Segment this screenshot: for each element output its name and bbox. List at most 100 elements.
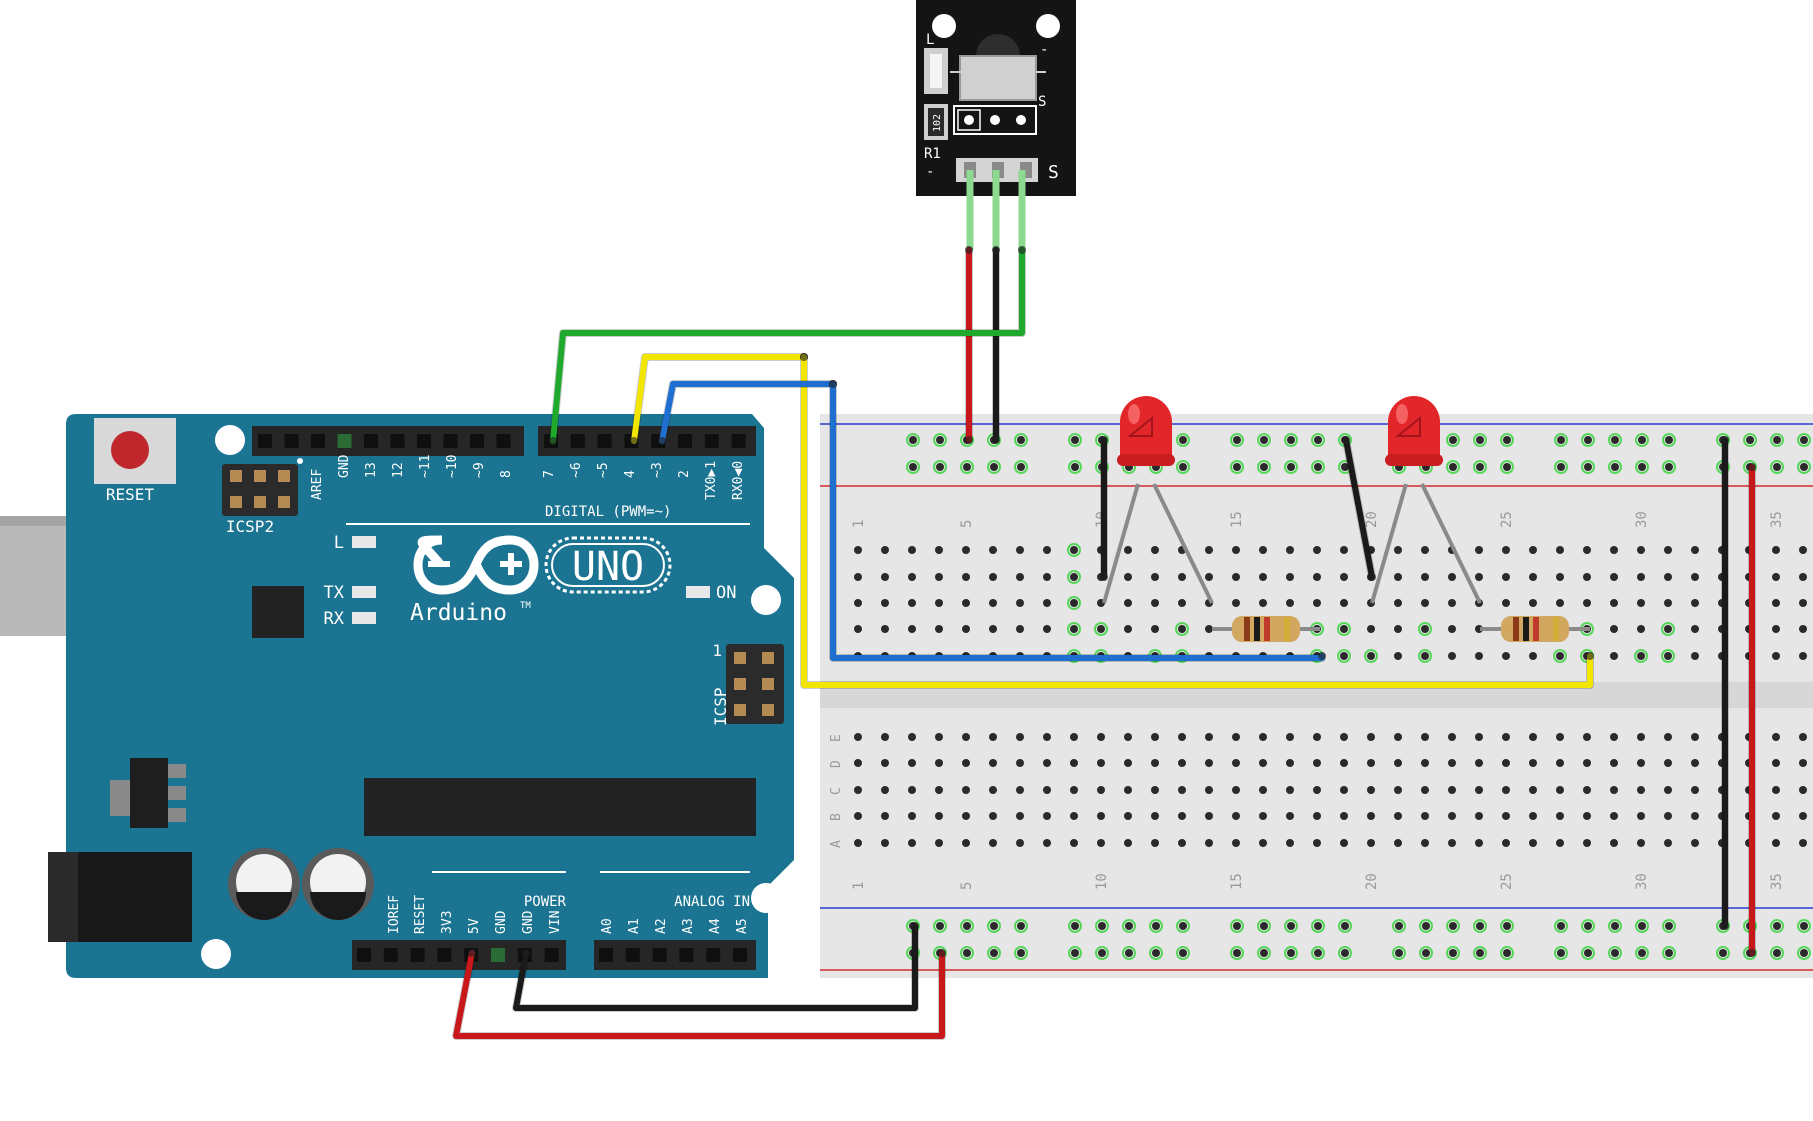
- rail-hole: [1584, 949, 1592, 957]
- header-pin[interactable]: [443, 434, 458, 448]
- header-pin[interactable]: [311, 434, 325, 448]
- header-pin[interactable]: [417, 434, 431, 448]
- breadboard-hole: [1475, 812, 1483, 820]
- wire-end: [965, 246, 973, 254]
- breadboard-hole: [1664, 546, 1672, 554]
- header-pin[interactable]: [652, 948, 667, 962]
- breadboard-hole: [1151, 733, 1159, 741]
- header-pin[interactable]: [679, 948, 694, 962]
- header-pin[interactable]: [357, 948, 371, 962]
- rail-hole-active: [1419, 919, 1433, 933]
- rail-hole-active: [933, 433, 947, 447]
- header-pin[interactable]: [599, 948, 613, 962]
- resistor-band: [1244, 617, 1250, 641]
- breadboard-hole: [1367, 786, 1375, 794]
- wire-end: [1100, 573, 1108, 581]
- breadboard-hole-active: [1553, 649, 1567, 663]
- header-pin[interactable]: [570, 434, 585, 448]
- breadboard-hole: [1529, 573, 1537, 581]
- wire-blue-pin3[interactable]: [659, 381, 836, 444]
- rail-hole: [1773, 463, 1781, 471]
- header-pin[interactable]: [491, 948, 505, 962]
- wire-black-led2-gnd[interactable]: [1343, 437, 1375, 580]
- rail-hole-active: [1311, 433, 1325, 447]
- header-pin[interactable]: [284, 434, 299, 448]
- breadboard-hole: [1259, 733, 1267, 741]
- arduino-brand-label: Arduino: [410, 600, 507, 626]
- header-pin[interactable]: [364, 434, 378, 448]
- header-pin[interactable]: [678, 434, 692, 448]
- breadboard-hole: [1394, 812, 1402, 820]
- resistor-1[interactable]: [1212, 616, 1320, 642]
- wire-black-arduino-gnd[interactable]: [513, 923, 918, 1011]
- breadboard-hole: [1772, 812, 1780, 820]
- ir-label-s-bottom: S: [1048, 162, 1059, 183]
- breadboard-hole: [1583, 786, 1591, 794]
- header-pin[interactable]: [337, 434, 352, 448]
- header-pin[interactable]: [625, 948, 640, 962]
- red-led-2[interactable]: [1370, 396, 1482, 604]
- reset-button-cap[interactable]: [111, 431, 149, 469]
- rail-hole-active: [960, 946, 974, 960]
- digital-pin-label: ~5: [596, 462, 611, 478]
- resistor-2[interactable]: [1480, 616, 1590, 642]
- header-pin[interactable]: [733, 948, 747, 962]
- header-pin[interactable]: [383, 948, 398, 962]
- header-pin[interactable]: [496, 434, 511, 448]
- power-header-label: POWER: [524, 894, 567, 910]
- header-pin[interactable]: [731, 434, 746, 448]
- breadboard-hole: [935, 573, 943, 581]
- led-leg-cathode: [1370, 483, 1408, 604]
- resistor-band: [1513, 617, 1519, 641]
- header-pin[interactable]: [410, 948, 425, 962]
- wire-green-ir-signal[interactable]: [550, 247, 1025, 444]
- rail-hole: [1476, 436, 1484, 444]
- rail-hole-active: [1770, 460, 1784, 474]
- breadboard-hole: [1394, 625, 1402, 633]
- wire-yellow-pin4[interactable]: [631, 354, 807, 444]
- breadboard-hole: [1016, 759, 1024, 767]
- wire-yellow-led2[interactable]: [801, 354, 1593, 688]
- rail-hole-active: [1149, 946, 1163, 960]
- header-pin[interactable]: [258, 434, 272, 448]
- rail-hole-active: [960, 460, 974, 474]
- breadboard-hole: [1016, 573, 1024, 581]
- breadboard-hole: [1799, 599, 1807, 607]
- breadboard-hole: [1529, 839, 1537, 847]
- breadboard-hole: [1124, 786, 1132, 794]
- rail-hole: [1152, 949, 1160, 957]
- red-led-1[interactable]: [1102, 396, 1214, 604]
- rail-hole-active: [1284, 460, 1298, 474]
- breadboard-hole: [908, 599, 916, 607]
- rail-hole-active: [1662, 919, 1676, 933]
- breadboard-hole: [1232, 599, 1240, 607]
- breadboard-hole: [1448, 759, 1456, 767]
- column-number-label: 15: [1229, 873, 1245, 890]
- breadboard-hole: [1475, 786, 1483, 794]
- rail-hole: [1800, 949, 1808, 957]
- breadboard-hole: [1799, 839, 1807, 847]
- header-pin[interactable]: [597, 434, 612, 448]
- header-pin[interactable]: [470, 434, 484, 448]
- wire-end: [1721, 436, 1729, 444]
- header-pin[interactable]: [390, 434, 405, 448]
- breadboard-hole: [881, 546, 889, 554]
- wire-red-arduino-5v[interactable]: [453, 950, 945, 1039]
- breadboard-hole: [1637, 733, 1645, 741]
- breadboard-hole: [1502, 733, 1510, 741]
- breadboard-hole: [1637, 759, 1645, 767]
- header-pin[interactable]: [706, 948, 721, 962]
- breadboard-hole: [1583, 839, 1591, 847]
- header-pin[interactable]: [544, 948, 559, 962]
- analog-pin-label: A1: [627, 918, 642, 934]
- wire-end: [911, 922, 919, 930]
- header-pin[interactable]: [437, 948, 452, 962]
- rail-hole: [1071, 949, 1079, 957]
- header-pin[interactable]: [704, 434, 719, 448]
- column-number-label: 20: [1364, 873, 1380, 890]
- wire-end: [1368, 573, 1376, 581]
- column-number-label: 25: [1499, 873, 1515, 890]
- rail-hole: [1503, 949, 1511, 957]
- breadboard-hole: [1205, 733, 1213, 741]
